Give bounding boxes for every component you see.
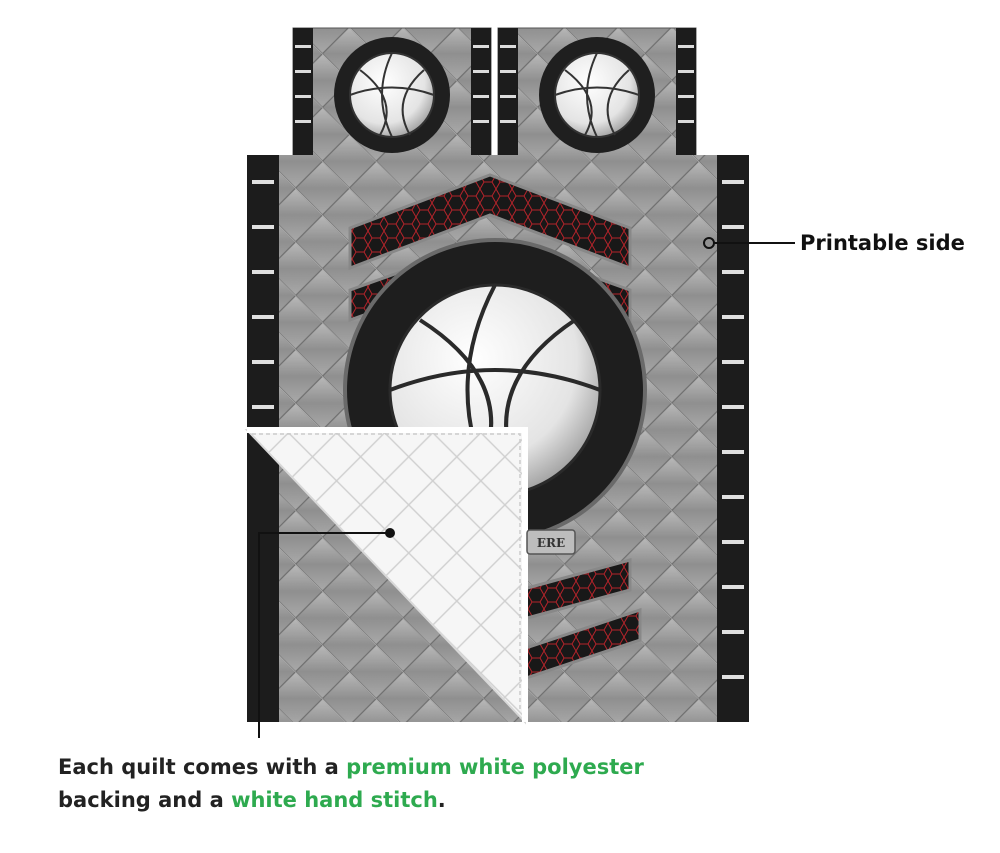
caption-line1-prefix: Each quilt comes with a (58, 755, 347, 779)
caption-line2-prefix: backing and a (58, 788, 232, 812)
caption-line2-suffix: . (437, 788, 446, 812)
pillow-right (497, 27, 697, 157)
quilt-backing-fold (244, 427, 528, 725)
caption-line2-highlight: white hand stitch (231, 788, 438, 812)
nameplate-text: ERE (537, 536, 565, 550)
pillow-left (292, 27, 492, 157)
nameplate: ERE (526, 529, 576, 555)
caption-line1-highlight: premium white polyester (346, 755, 644, 779)
callout-backing (258, 528, 395, 738)
callout-printable-side (703, 237, 795, 249)
printable-side-label: Printable side (800, 231, 965, 255)
backing-caption: Each quilt comes with a premium white po… (58, 751, 758, 817)
